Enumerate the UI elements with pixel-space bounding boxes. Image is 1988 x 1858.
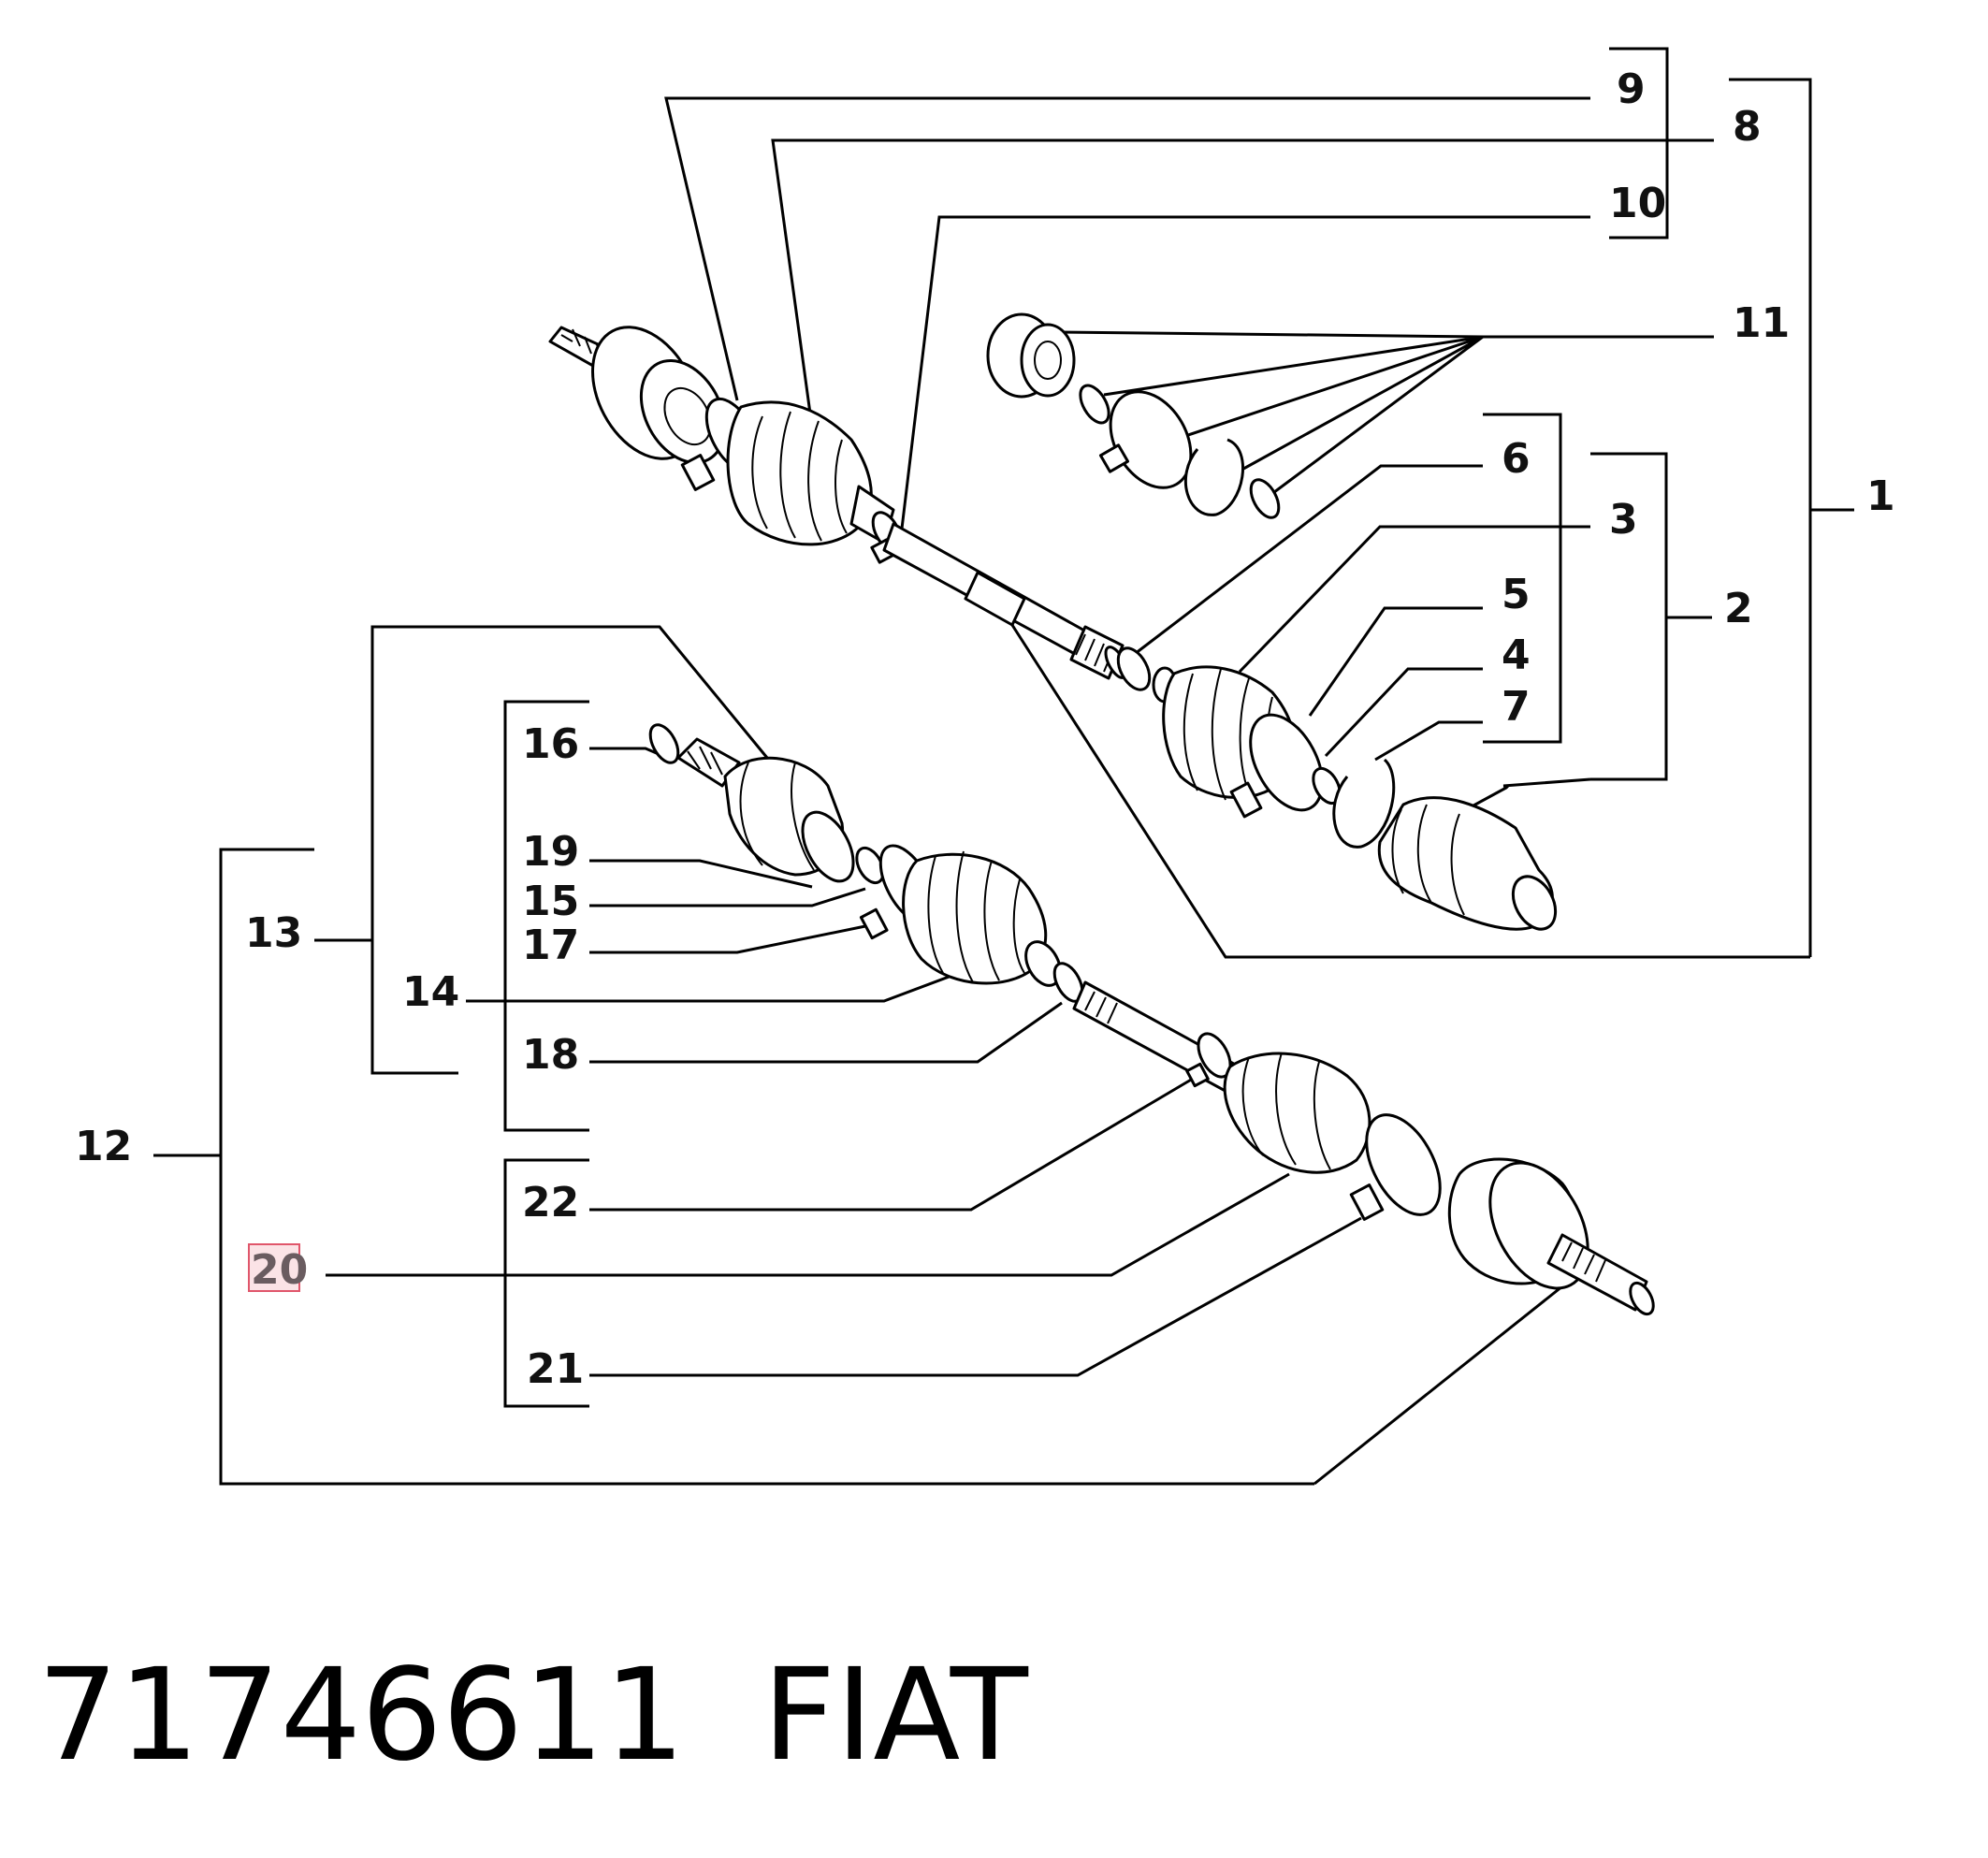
part-number: 71746611 <box>37 1642 685 1790</box>
snap-ring-19 <box>801 810 855 883</box>
leader-3 <box>1238 525 1590 674</box>
label-2: 2 <box>1724 585 1753 632</box>
circlip-16 <box>648 723 680 764</box>
leader-15 <box>589 887 866 907</box>
label-12: 12 <box>75 1123 132 1170</box>
label-9: 9 <box>1617 65 1646 113</box>
lower-boot-14 <box>902 852 1048 985</box>
leader-8 <box>771 138 1714 414</box>
label-22: 22 <box>522 1179 579 1227</box>
label-20: 20 <box>251 1246 308 1294</box>
brand-name: FIAT <box>762 1642 1029 1790</box>
leader-10 <box>900 215 1590 530</box>
label-11: 11 <box>1733 299 1790 347</box>
label-8: 8 <box>1733 103 1762 151</box>
leader-9 <box>664 96 1590 401</box>
bracket-9-10 <box>1609 47 1669 240</box>
label-1: 1 <box>1866 472 1895 520</box>
leader-22 <box>589 1074 1198 1212</box>
label-14: 14 <box>402 968 459 1016</box>
leader-19 <box>589 859 813 889</box>
leader-5 <box>1308 606 1483 717</box>
bracket-6-7 <box>1483 413 1562 744</box>
bracket-20-22 <box>503 1158 589 1408</box>
leader-17 <box>589 924 866 954</box>
label-19: 19 <box>522 828 579 876</box>
label-6: 6 <box>1502 435 1531 483</box>
label-5: 5 <box>1502 571 1531 618</box>
leader-21 <box>589 1216 1362 1377</box>
label-18: 18 <box>522 1031 579 1079</box>
label-15: 15 <box>522 878 579 925</box>
lower-stub-end <box>1629 1281 1655 1316</box>
upper-shaft-collar <box>964 571 1026 627</box>
bracket-12 <box>219 848 1314 1486</box>
bracket-16-18 <box>503 700 589 1132</box>
snap-ring-7 <box>1332 758 1396 849</box>
kit-snap-ring <box>1183 438 1245 516</box>
circlip-6 <box>1116 646 1152 691</box>
label-13: 13 <box>245 909 302 957</box>
label-7: 7 <box>1502 683 1531 731</box>
housing-spigot <box>1511 875 1558 931</box>
inner-joint-assembly <box>1152 665 1558 931</box>
label-10: 10 <box>1609 180 1666 227</box>
leader-20 <box>326 1172 1290 1277</box>
leader-13-link <box>372 625 769 759</box>
label-4: 4 <box>1502 631 1531 679</box>
inner-clamp-5 <box>1249 713 1324 812</box>
boot-neck-clamp <box>1024 940 1062 987</box>
upper-outer-boot <box>726 400 873 546</box>
leader-12-link <box>1313 1285 1563 1486</box>
label-21: 21 <box>527 1345 584 1393</box>
upper-clamp-tab <box>680 454 716 491</box>
leader-6 <box>1126 464 1483 661</box>
upper-outer-joint-body <box>639 358 727 465</box>
leader-11 <box>1056 330 1714 502</box>
kit-11-parts <box>986 312 1281 519</box>
leader-lines <box>326 96 1810 1486</box>
label-17: 17 <box>522 922 579 969</box>
leader-4 <box>1324 667 1483 758</box>
label-20-highlight <box>248 1243 300 1292</box>
outer-boot-20 <box>1223 1052 1371 1174</box>
upper-drive-shaft <box>548 326 1152 691</box>
kit-o-ring <box>1249 478 1281 519</box>
lower-drive-shaft <box>648 723 1655 1316</box>
leader-14 <box>466 971 960 1003</box>
kit-small-clamp <box>1079 384 1110 425</box>
leader-1-link <box>1009 621 1810 959</box>
label-3: 3 <box>1609 496 1638 544</box>
footer: 71746611 FIAT <box>37 1642 1029 1790</box>
clamp-21 <box>1365 1113 1442 1216</box>
leader-7 <box>1374 720 1483 762</box>
leader-18 <box>589 1001 1063 1064</box>
callout-numbers: 9 8 10 11 6 3 1 2 5 4 7 16 19 15 13 17 1… <box>75 65 1895 1393</box>
label-16: 16 <box>522 720 579 768</box>
bracket-1 <box>1729 78 1812 957</box>
lower-stub-shaft <box>1546 1233 1648 1312</box>
